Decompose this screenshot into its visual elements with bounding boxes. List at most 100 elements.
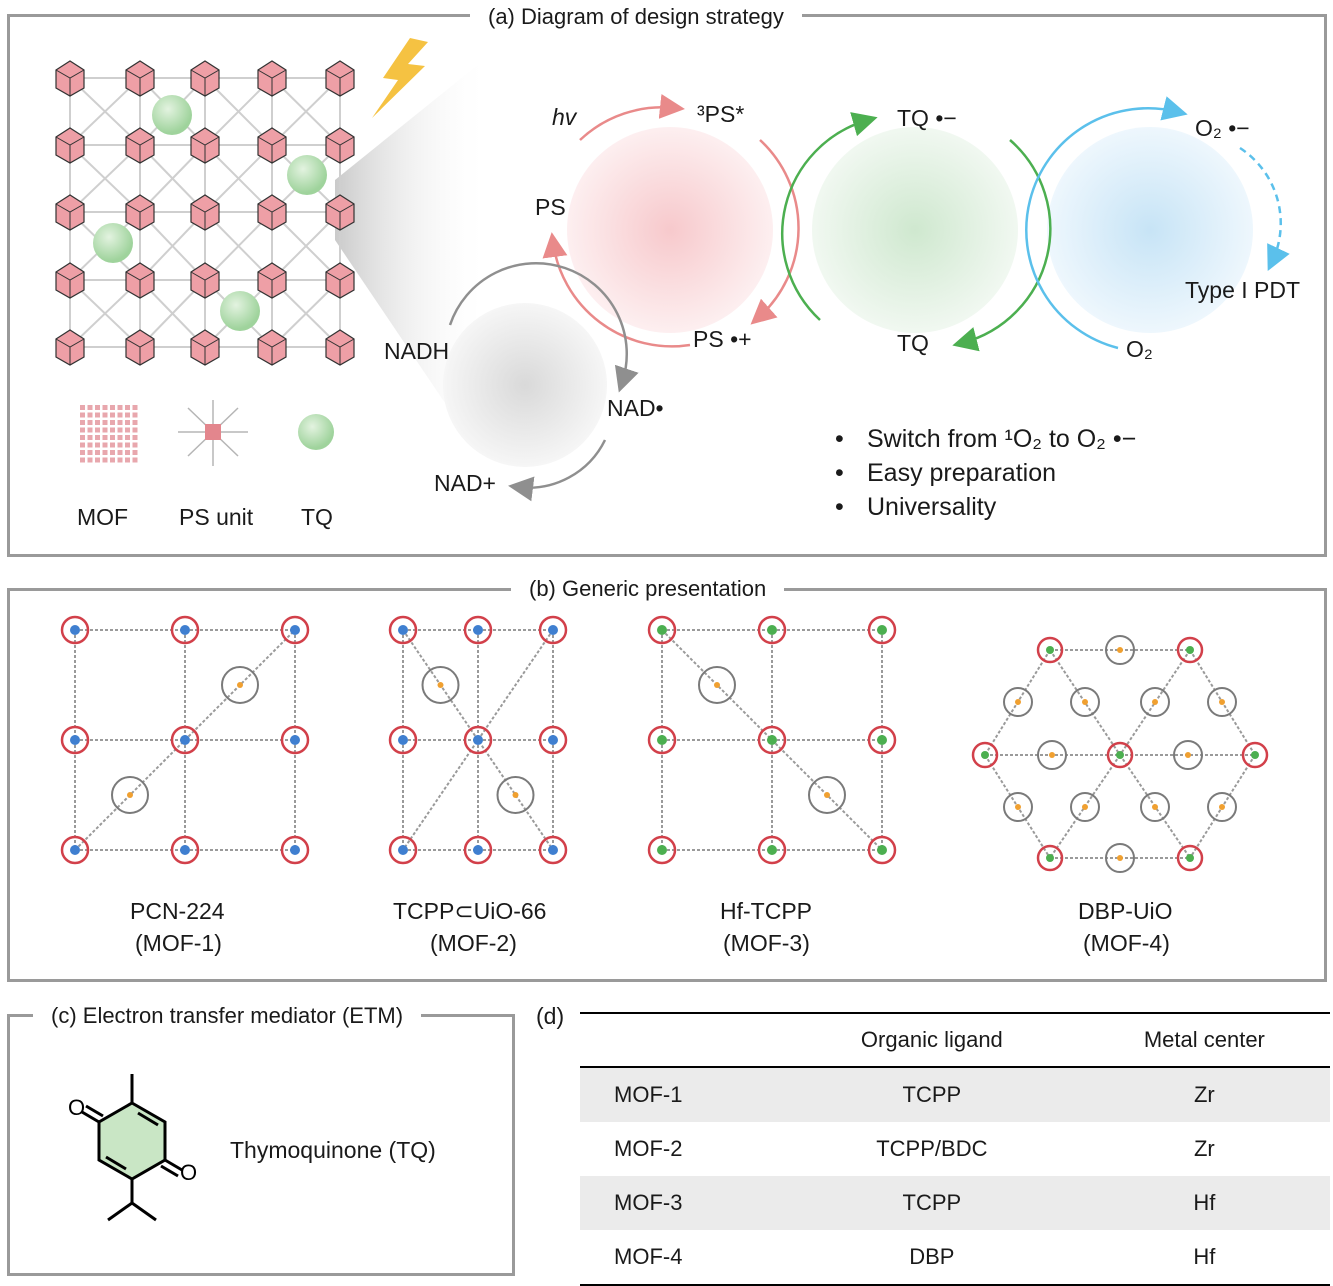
feature-item: Switch from ¹O₂ to O₂ •− — [835, 422, 1136, 456]
porphyrin-unit — [1105, 843, 1135, 873]
mof-4-name: DBP-UiO — [1078, 898, 1173, 924]
mof-node-cube — [257, 127, 287, 164]
porphyrin-unit — [1105, 635, 1135, 665]
metal-cluster — [867, 615, 897, 645]
porphyrin-unit — [1003, 687, 1033, 717]
metal-cluster — [1106, 741, 1134, 769]
tq-sphere — [287, 155, 327, 195]
nadh-label: NADH — [384, 338, 450, 364]
mof-node-cube — [125, 329, 155, 366]
table-header-row: Organic ligand Metal center — [580, 1013, 1330, 1067]
feature-item: Easy preparation — [835, 456, 1136, 490]
metal-cluster — [60, 615, 90, 645]
porphyrin-unit — [421, 666, 460, 704]
table-row: MOF-2 TCPP/BDC Zr — [580, 1122, 1330, 1176]
mof-node-cube — [257, 262, 287, 299]
mof-framework — [647, 615, 897, 865]
porphyrin-unit — [1037, 740, 1067, 770]
table-header: Metal center — [1143, 1027, 1265, 1052]
mof-node-cube — [257, 60, 287, 97]
mof-node-cube — [125, 127, 155, 164]
tq-arc-left — [781, 112, 878, 321]
tq-sphere — [93, 223, 133, 263]
table-cell: MOF-2 — [614, 1136, 683, 1161]
mof-node-cube — [125, 262, 155, 299]
metal-cluster — [170, 835, 200, 865]
metal-cluster — [1036, 844, 1064, 872]
mof-2-id: (MOF-2) — [430, 930, 517, 956]
mof-node-cube — [125, 194, 155, 231]
ps-radical-label: PS •+ — [693, 326, 752, 352]
table-row: MOF-4 DBP Hf — [580, 1230, 1330, 1285]
ps-arc-top — [579, 93, 685, 141]
mof-4-id: (MOF-4) — [1083, 930, 1170, 956]
metal-cluster — [463, 615, 493, 645]
metal-cluster — [463, 835, 493, 865]
oxygen-atom-1: O — [68, 1095, 85, 1120]
feature-list: Switch from ¹O₂ to O₂ •− Easy preparatio… — [835, 422, 1136, 524]
nad-cycle-fill — [443, 303, 607, 467]
tq-radical-label: TQ •− — [897, 105, 957, 131]
table-cell: TCPP — [785, 1067, 1079, 1122]
table-cell: TCPP/BDC — [876, 1136, 988, 1161]
table-header — [580, 1013, 785, 1067]
panel-d-label: (d) — [536, 1003, 565, 1029]
mof-node-cube — [55, 194, 85, 231]
metal-cluster — [538, 725, 568, 755]
porphyrin-unit — [1003, 792, 1033, 822]
mof-node-cube — [325, 60, 355, 97]
porphyrin-unit — [698, 666, 736, 704]
ps-excited-label: ³PS* — [697, 101, 745, 127]
mof-2-name: TCPP⊂UiO-66 — [393, 898, 547, 924]
o2-radical-label: O₂ •− — [1195, 115, 1250, 141]
porphyrin-unit — [221, 666, 259, 704]
metal-cluster — [388, 615, 418, 645]
mof-node-cube — [325, 127, 355, 164]
table-cell: Zr — [1078, 1067, 1330, 1122]
panel-c-title: (c) Electron transfer mediator (ETM) — [33, 1003, 422, 1029]
zoom-beam — [335, 55, 490, 440]
metal-cluster — [867, 725, 897, 755]
legend-ps-unit-label: PS unit — [179, 504, 254, 530]
hv-label: hv — [552, 104, 577, 130]
lightning-icon — [372, 38, 428, 118]
metal-cluster — [757, 725, 787, 755]
mof-node-cube — [125, 60, 155, 97]
porphyrin-unit — [1070, 687, 1100, 717]
legend-mof-label: MOF — [77, 504, 129, 530]
metal-cluster — [388, 835, 418, 865]
metal-cluster — [1176, 844, 1204, 872]
porphyrin-unit — [111, 776, 149, 814]
porphyrin-unit — [1173, 740, 1203, 770]
tq-label: TQ — [897, 330, 929, 356]
metal-cluster — [170, 725, 200, 755]
metal-cluster — [170, 615, 200, 645]
legend-tq-icon — [298, 414, 334, 450]
mof-node-cube — [55, 329, 85, 366]
ps-arc-right — [750, 139, 800, 325]
o2-dashed-arrow — [1239, 146, 1290, 272]
tq-sphere — [152, 95, 192, 135]
table-cell: MOF-4 — [614, 1244, 683, 1269]
mof-node-cube — [55, 127, 85, 164]
ps-cycle-fill — [567, 127, 773, 333]
metal-cluster — [1036, 636, 1064, 664]
porphyrin-unit — [1140, 792, 1170, 822]
mof-3-id: (MOF-3) — [723, 930, 810, 956]
metal-cluster — [538, 835, 568, 865]
mof-node-cube — [257, 329, 287, 366]
nad-arc-top — [448, 262, 639, 393]
porphyrin-unit — [808, 776, 846, 814]
nad-plus-label: NAD+ — [434, 470, 496, 496]
metal-cluster — [647, 615, 677, 645]
mof-1-name: PCN-224 — [130, 898, 225, 924]
metal-cluster — [757, 835, 787, 865]
mof-framework — [971, 635, 1269, 873]
mof-node-cube — [190, 60, 220, 97]
metal-cluster — [867, 835, 897, 865]
metal-cluster — [280, 725, 310, 755]
type1-pdt-label: Type I PDT — [1185, 277, 1301, 303]
metal-cluster — [971, 741, 999, 769]
table-row: MOF-1 TCPP Zr — [580, 1067, 1330, 1122]
porphyrin-unit — [496, 776, 535, 814]
